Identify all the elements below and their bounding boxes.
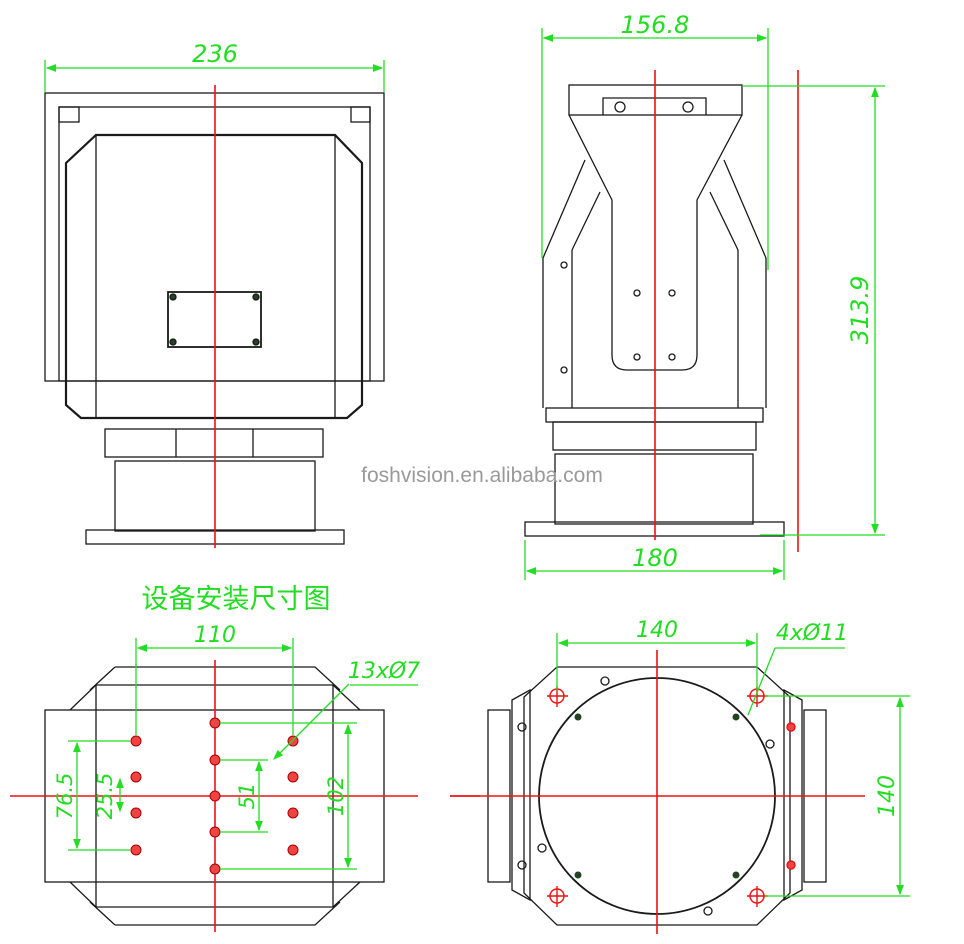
front-width-label: 236	[192, 40, 238, 68]
mount-center-span-label: 51	[235, 783, 259, 810]
base-plate-dimensions	[556, 633, 910, 897]
side-height-label: 313.9	[846, 276, 874, 345]
front-width-dimension	[44, 60, 385, 92]
mount-hole-callout: 13xØ7	[348, 659, 420, 684]
drawing-title: 设备安装尺寸图	[142, 584, 331, 615]
watermark: foshvision.en.alibaba.com	[361, 464, 603, 487]
side-top-width-label: 156.8	[621, 11, 690, 39]
mount-inner-pitch-label: 25.5	[93, 773, 117, 820]
base-hole-spacing-x-label: 140	[636, 618, 678, 643]
mount-dimensions	[68, 638, 418, 870]
side-dimensions	[524, 28, 885, 580]
base-hole-spacing-y-label: 140	[875, 775, 900, 817]
mount-holes	[130, 717, 299, 875]
base-plate-holes	[547, 686, 796, 907]
mount-outer-span-label: 76.5	[53, 773, 77, 820]
mount-hole-spacing-label: 110	[194, 623, 236, 648]
base-plate-inner-bolts	[574, 713, 740, 879]
side-base-width-label: 180	[632, 544, 678, 572]
base-hole-callout: 4xØ11	[776, 621, 848, 646]
mount-center-total-label: 102	[324, 776, 348, 816]
